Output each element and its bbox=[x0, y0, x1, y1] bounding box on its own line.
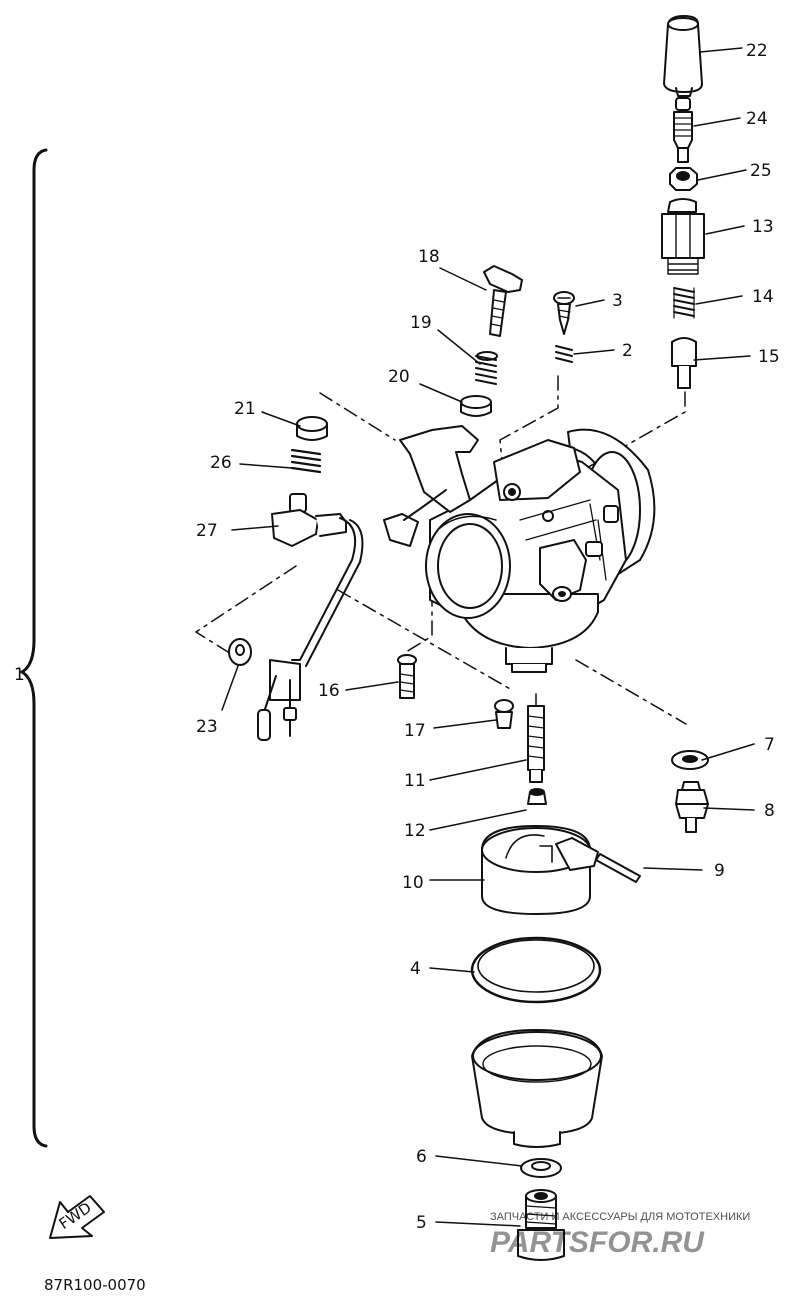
assembly-brace bbox=[20, 148, 48, 1148]
callout-6: 6 bbox=[416, 1147, 427, 1167]
part-26-spring bbox=[290, 448, 322, 474]
callout-11: 11 bbox=[404, 771, 426, 791]
part-22-cap bbox=[663, 15, 703, 97]
part-24-adjuster bbox=[673, 97, 693, 163]
callout-17: 17 bbox=[404, 721, 426, 741]
callout-2: 2 bbox=[622, 341, 633, 361]
callout-26: 26 bbox=[210, 453, 232, 473]
part-5-drain-plug bbox=[517, 1189, 565, 1261]
watermark-brand: PARTSFOR.RU bbox=[490, 1226, 705, 1259]
float-bowl bbox=[471, 1029, 603, 1148]
leader-lines bbox=[221, 47, 755, 1227]
callout-18: 18 bbox=[418, 247, 440, 267]
callout-1: 1 bbox=[14, 665, 25, 685]
carburetor-body bbox=[383, 425, 656, 673]
part-27-starter-plunger bbox=[257, 493, 364, 741]
watermark-tagline: ЗАПЧАСТИ И АКСЕССУАРЫ ДЛЯ МОТОТЕХНИКИ bbox=[490, 1211, 750, 1223]
part-11-needle-jet bbox=[527, 705, 545, 783]
part-21-cap bbox=[296, 416, 328, 441]
callout-7: 7 bbox=[764, 735, 775, 755]
callout-15: 15 bbox=[758, 347, 780, 367]
callout-13: 13 bbox=[752, 217, 774, 237]
part-17-screw bbox=[494, 699, 514, 729]
part-10-float bbox=[481, 825, 599, 915]
callout-16: 16 bbox=[318, 681, 340, 701]
part-3-screw bbox=[553, 291, 575, 335]
callout-14: 14 bbox=[752, 287, 774, 307]
callout-4: 4 bbox=[410, 959, 421, 979]
part-15-throttle-valve bbox=[671, 337, 697, 389]
part-8-valve-seat bbox=[675, 781, 709, 833]
part-7-washer bbox=[671, 750, 709, 770]
part-20-washer bbox=[460, 395, 492, 417]
callout-20: 20 bbox=[388, 367, 410, 387]
callout-25: 25 bbox=[750, 161, 772, 181]
part-2-spring bbox=[555, 345, 573, 363]
part-19-spring bbox=[475, 351, 498, 385]
part-4-gasket bbox=[470, 936, 602, 1004]
callout-5: 5 bbox=[416, 1213, 427, 1233]
callout-8: 8 bbox=[764, 801, 775, 821]
part-23-washer bbox=[228, 638, 252, 666]
fwd-arrow-icon: FWD bbox=[49, 1195, 105, 1239]
watermark: ЗАПЧАСТИ И АКСЕССУАРЫ ДЛЯ МОТОТЕХНИКИ PA… bbox=[490, 1211, 750, 1259]
diagram-code: 87R100-0070 bbox=[44, 1276, 146, 1294]
callout-23: 23 bbox=[196, 717, 218, 737]
part-13-mixing-chamber-top bbox=[661, 198, 705, 275]
part-16-bolt bbox=[397, 654, 417, 699]
callout-9: 9 bbox=[714, 861, 725, 881]
callout-22: 22 bbox=[746, 41, 768, 61]
part-18-adjust-screw bbox=[483, 265, 523, 337]
callout-24: 24 bbox=[746, 109, 768, 129]
callout-21: 21 bbox=[234, 399, 256, 419]
callout-27: 27 bbox=[196, 521, 218, 541]
callout-19: 19 bbox=[410, 313, 432, 333]
part-12-main-jet bbox=[527, 788, 547, 805]
callout-10: 10 bbox=[402, 873, 424, 893]
callout-12: 12 bbox=[404, 821, 426, 841]
callouts: 1 22 24 25 13 14 15 3 2 18 19 20 21 26 2… bbox=[14, 41, 780, 1233]
part-9-float-pin bbox=[595, 853, 641, 883]
callout-3: 3 bbox=[612, 291, 623, 311]
part-14-spring bbox=[673, 287, 695, 319]
part-6-washer bbox=[520, 1158, 562, 1178]
part-25-nut bbox=[669, 167, 698, 191]
